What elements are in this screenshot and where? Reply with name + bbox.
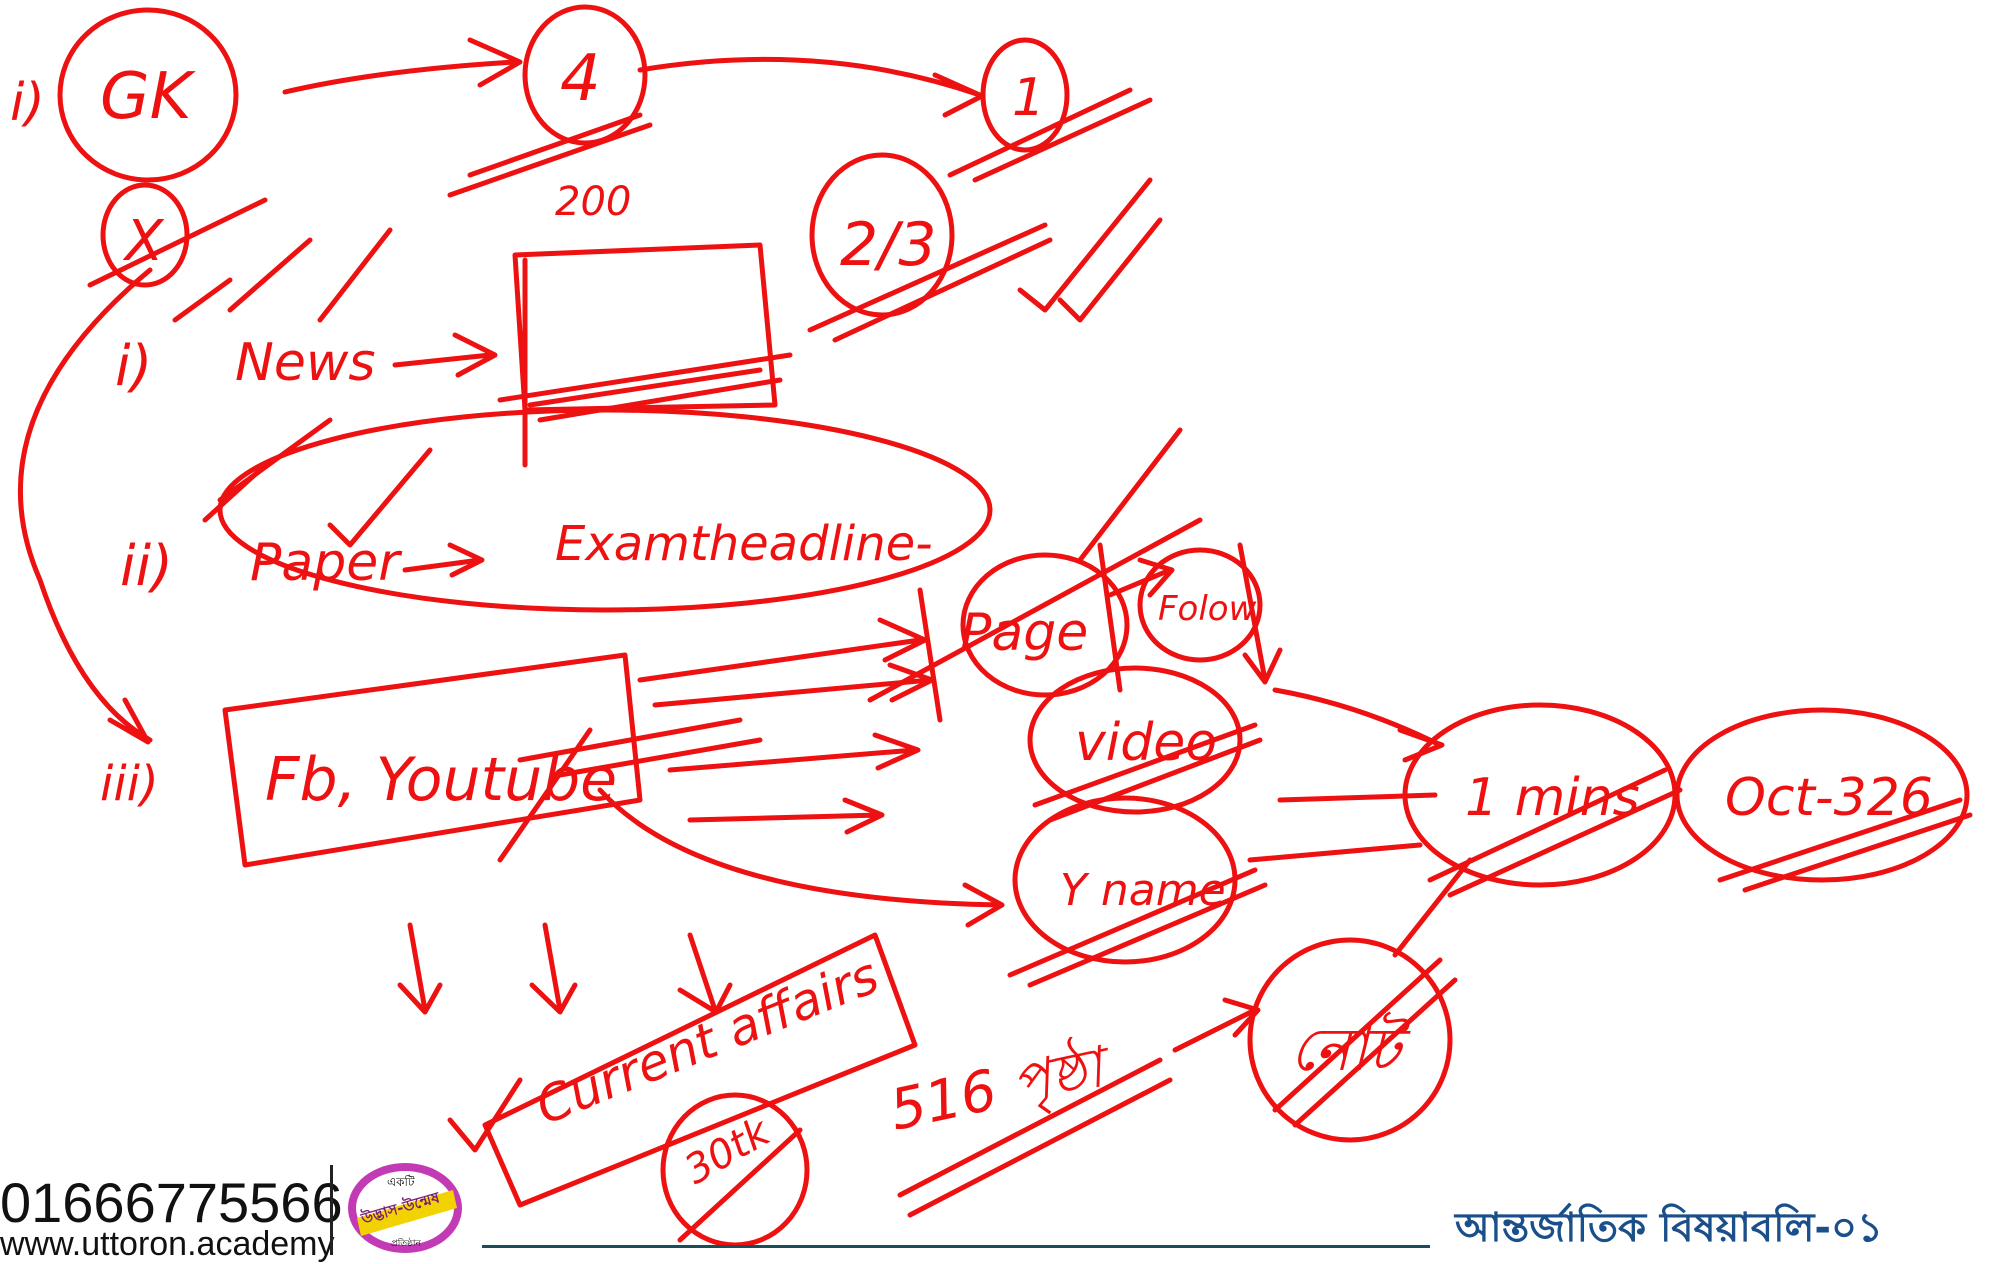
roman-ii-marker: ii) <box>120 534 173 599</box>
note-strike <box>1272 957 1458 1128</box>
current-affairs-tick <box>447 1077 523 1153</box>
video-to-mins-arrow <box>1272 687 1445 763</box>
four-circle <box>522 4 648 146</box>
logo-bottom-text: প্রতিষ্ঠান <box>391 1237 422 1249</box>
gk-to-four-arrow <box>282 37 523 95</box>
fb-youtube-box <box>222 652 643 868</box>
x-circle <box>100 182 190 288</box>
newspaper-box <box>512 242 778 468</box>
fb-youtube-label: Fb, Youtube <box>265 745 617 815</box>
follow-label: Folow <box>1158 589 1257 629</box>
paper-arrow <box>402 542 485 578</box>
five-sixteen-strike <box>897 1057 1173 1218</box>
current-affairs-box <box>482 932 918 1208</box>
fb-cross <box>497 717 763 863</box>
paper-label: Paper <box>250 533 403 593</box>
gk-circle <box>57 7 239 183</box>
news-scribble <box>172 227 393 323</box>
yname-strike <box>1007 867 1268 988</box>
newspaper-scribble <box>497 352 793 423</box>
four-strike <box>447 112 653 198</box>
page-label: Page <box>960 603 1088 663</box>
roman-iii-marker: iii) <box>100 756 159 812</box>
two-three-circle <box>809 152 955 318</box>
fb-to-mid-arrow <box>687 797 885 835</box>
oct-circle <box>1674 707 1970 883</box>
x-label: X <box>122 209 165 274</box>
four-label: 4 <box>560 42 601 116</box>
footer-rule <box>482 1245 1430 1248</box>
note-circle <box>1247 937 1453 1143</box>
udvash-unmesh-logo: একটি উদ্ভাস-উন্মেষ প্রতিষ্ঠান <box>348 1163 462 1253</box>
down-arrow-2 <box>529 922 578 1015</box>
news-to-box-arrow <box>392 332 498 378</box>
x-strike <box>87 197 268 288</box>
two-hundred-label: 200 <box>555 179 631 225</box>
video-circle <box>1027 665 1243 815</box>
fb-to-yname-curve <box>597 787 1005 928</box>
follow-circle <box>1137 547 1263 663</box>
fb-to-page-arrow-1 <box>637 617 928 683</box>
phone-number: 01666775566 <box>0 1171 343 1234</box>
follow-arrow <box>1237 542 1283 685</box>
gk-label: GK <box>100 60 197 134</box>
footer-divider <box>330 1165 333 1255</box>
follow-stroke <box>1077 427 1183 563</box>
two-three-label: 2/3 <box>840 210 937 280</box>
paper-headline-ellipse <box>217 407 993 613</box>
ii-strike <box>202 417 333 523</box>
down-arrow-1 <box>397 922 443 1015</box>
one-label: 1 <box>1012 68 1045 128</box>
fb-to-video-arrow <box>667 732 921 773</box>
yname-label: Y name <box>1060 865 1226 916</box>
thirty-tk-strike <box>677 1127 803 1243</box>
five-sixteen-arrow <box>1172 997 1261 1053</box>
news-label: News <box>235 333 376 393</box>
paper-tick <box>327 447 433 548</box>
four-to-one-arrow <box>637 56 985 118</box>
tick-mark <box>1017 177 1163 323</box>
roman-i-marker: i) <box>10 73 45 133</box>
exam-headline-label: Examtheadline- <box>555 516 933 572</box>
chapter-title: আন্তর্জাতিক বিষয়াবলি-০১ <box>1455 1205 1883 1251</box>
one-circle <box>980 37 1070 153</box>
down-arrow-3 <box>677 932 733 1015</box>
five-sixteen-label: 516 পৃষ্ঠা <box>884 1029 1120 1147</box>
website-url: www.uttoron.academy <box>0 1225 335 1263</box>
page-circle <box>960 552 1130 698</box>
one-strike <box>947 87 1153 183</box>
oct-strike <box>1717 797 1973 893</box>
video-strike <box>1032 722 1263 823</box>
page-to-follow-arrow <box>1107 557 1175 598</box>
current-affairs-label: Current affairs <box>528 946 887 1136</box>
yname-to-mins-arrow <box>1247 792 1438 863</box>
logo-top-text: একটি <box>387 1175 415 1189</box>
gk-to-fb-curve <box>18 267 153 745</box>
page-bracket <box>867 517 1203 723</box>
roman-i-marker-2: i) <box>115 334 152 399</box>
two-three-strike <box>807 222 1053 343</box>
note-scribble <box>1392 857 1473 958</box>
